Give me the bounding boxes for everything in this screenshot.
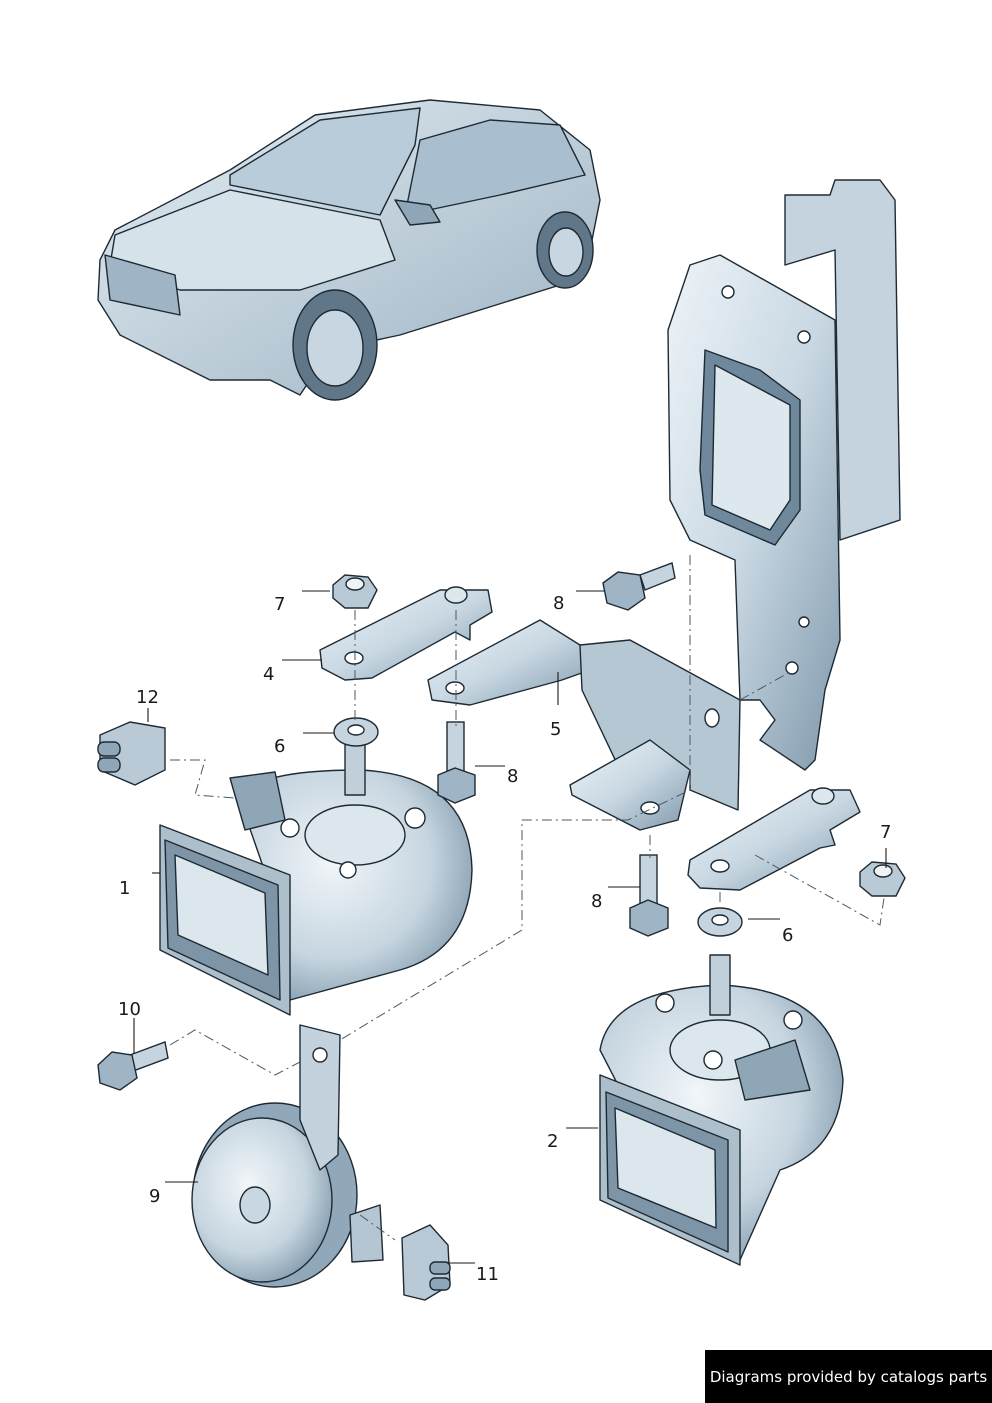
bolt-8c [629,854,669,937]
bracket-4 [319,586,493,681]
assembly-lines [169,555,885,1241]
catalog-credit-banner: Diagrams provided by catalogs parts [705,1350,992,1403]
callout-5: 5 [550,719,562,740]
bolt-10 [97,1041,169,1091]
bracket-plate-right [687,787,861,891]
vehicle-illustration [97,99,601,401]
callout-1: 1 [119,878,131,899]
nut-7b [859,861,906,897]
washer-6a [333,717,379,747]
horn-1 [159,734,473,1016]
callout-6-upper: 6 [274,736,286,757]
nut-7a [332,574,378,609]
bracket-5 [427,619,741,831]
leader-lines [133,590,887,1264]
bolt-8b [437,721,476,804]
horn-9 [191,1024,384,1288]
horn-2 [599,954,844,1266]
callout-4: 4 [263,664,275,685]
callout-10: 10 [118,999,141,1020]
callout-11: 11 [476,1264,499,1285]
callout-2: 2 [547,1131,559,1152]
bolt-8a [602,562,676,611]
callout-12: 12 [136,687,159,708]
body-mount-bracket [667,179,901,771]
callout-7-left: 7 [274,594,286,615]
connector-11 [401,1224,451,1301]
callout-8-middle: 8 [507,766,519,787]
callout-9: 9 [149,1186,161,1207]
callout-7-right: 7 [880,822,892,843]
callout-6-lower: 6 [782,925,794,946]
callout-8-top: 8 [553,593,565,614]
connector-12 [97,721,166,786]
callout-8-lower: 8 [591,891,603,912]
washer-6b [697,907,743,937]
